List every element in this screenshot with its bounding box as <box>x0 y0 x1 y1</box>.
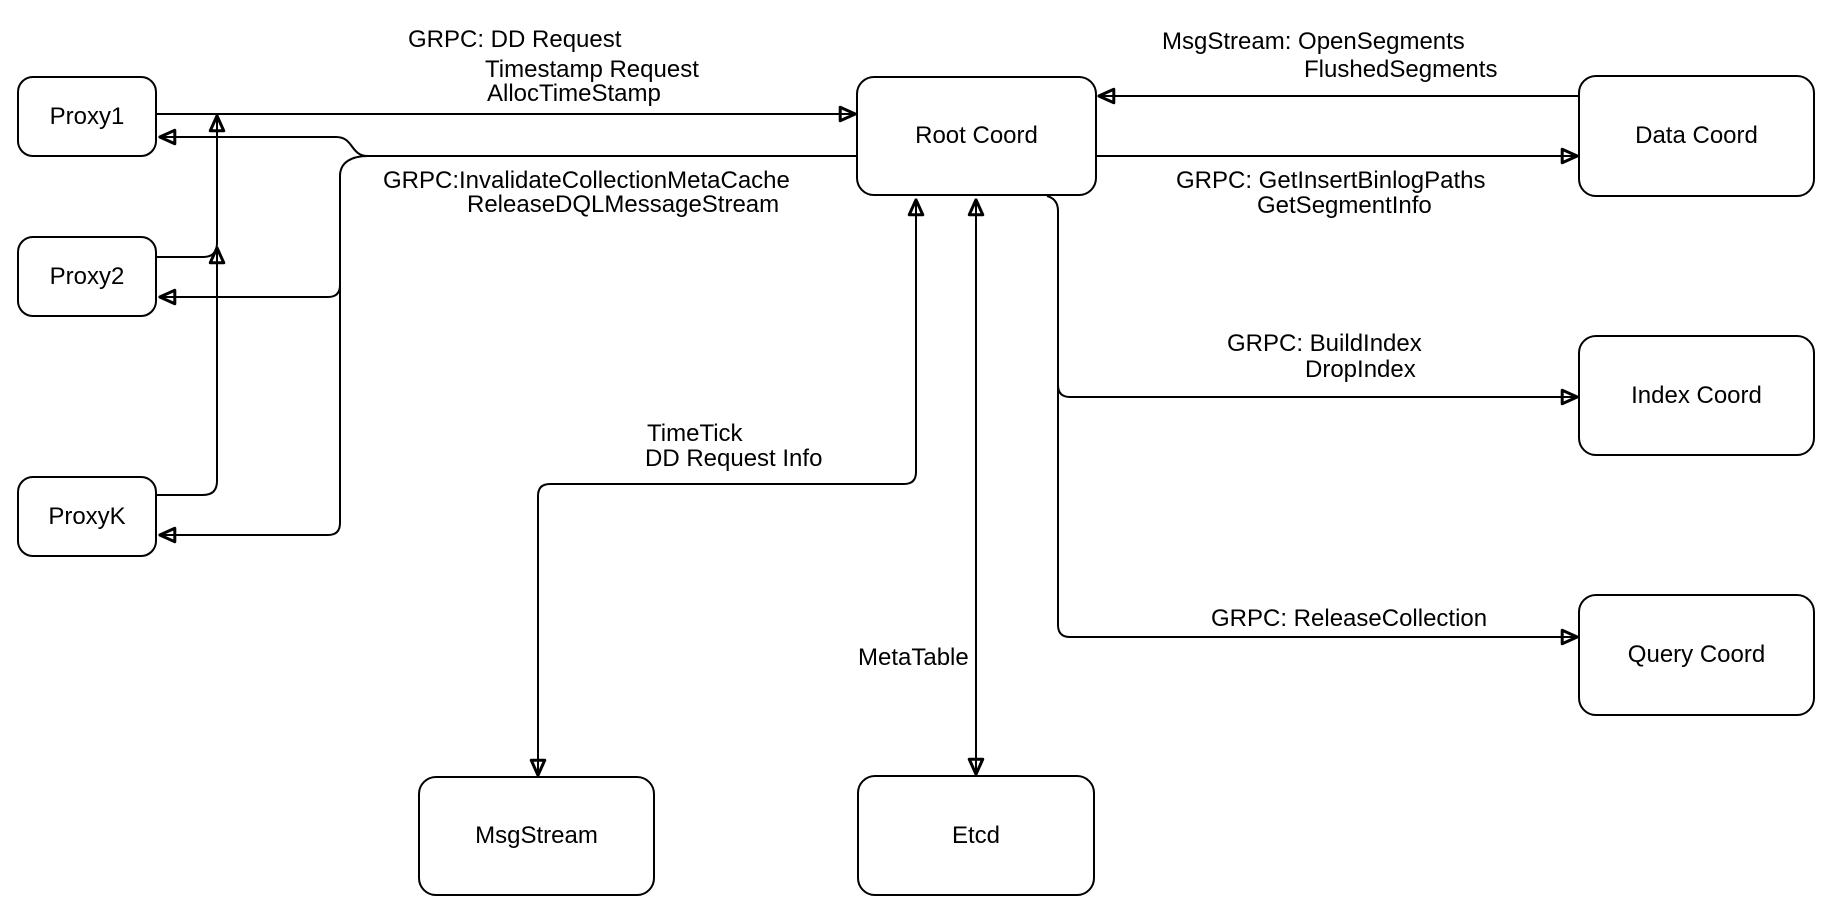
edge-rootcoord-to-proxy1 <box>158 128 856 157</box>
node-proxy1: Proxy1 <box>17 76 157 157</box>
label-flushedsegments: FlushedSegments <box>1304 56 1498 83</box>
edge-proxyk-merge <box>157 246 226 496</box>
node-proxy1-label: Proxy1 <box>49 102 125 130</box>
node-etcd-label: Etcd <box>951 821 1001 849</box>
label-getinsertbinlogpaths: GRPC: GetInsertBinlogPaths <box>1176 167 1486 194</box>
label-grpc-dd-request: GRPC: DD Request <box>408 26 622 53</box>
label-buildindex: GRPC: BuildIndex <box>1227 330 1422 357</box>
node-root-coord: Root Coord <box>856 76 1097 196</box>
node-index-coord: Index Coord <box>1578 335 1815 456</box>
edge-rootcoord-to-proxyk <box>158 285 341 544</box>
label-release-dql-messagestream: ReleaseDQLMessageStream <box>467 191 780 218</box>
label-msgstream-opensegments: MsgStream: OpenSegments <box>1162 28 1465 55</box>
edge-rootcoord-msgstream <box>529 198 925 777</box>
node-query-coord-label: Query Coord <box>1627 641 1766 668</box>
node-query-coord: Query Coord <box>1578 594 1815 716</box>
label-releasecollection: GRPC: ReleaseCollection <box>1211 605 1488 632</box>
label-getsegmentinfo: GetSegmentInfo <box>1257 192 1432 219</box>
label-alloctimestamp: AllocTimeStamp <box>487 80 661 107</box>
edge-rootcoord-to-querycoord <box>1046 195 1579 646</box>
node-index-coord-label: Index Coord <box>1631 381 1762 409</box>
node-proxy2: Proxy2 <box>17 236 157 317</box>
node-data-coord: Data Coord <box>1578 75 1815 197</box>
node-root-coord-label: Root Coord <box>915 122 1038 149</box>
node-msgstream: MsgStream <box>418 776 655 896</box>
node-proxyk: ProxyK <box>17 476 157 557</box>
label-timetick: TimeTick <box>647 420 743 447</box>
node-msgstream-label: MsgStream <box>475 822 598 849</box>
node-proxyk-label: ProxyK <box>48 502 126 530</box>
node-etcd: Etcd <box>857 775 1095 896</box>
edge-rootcoord-to-indexcoord <box>1057 384 1579 406</box>
label-dd-request-info: DD Request Info <box>645 445 823 472</box>
node-data-coord-label: Data Coord <box>1635 122 1758 149</box>
node-proxy2-label: Proxy2 <box>49 262 125 290</box>
label-metatable: MetaTable <box>858 644 969 671</box>
label-invalidate-collection-metacache: GRPC:InvalidateCollectionMetaCache <box>383 167 790 194</box>
label-timestamp-request: Timestamp Request <box>485 56 699 83</box>
label-dropindex: DropIndex <box>1305 356 1416 383</box>
edge-rootcoord-to-proxy2 <box>158 155 856 306</box>
